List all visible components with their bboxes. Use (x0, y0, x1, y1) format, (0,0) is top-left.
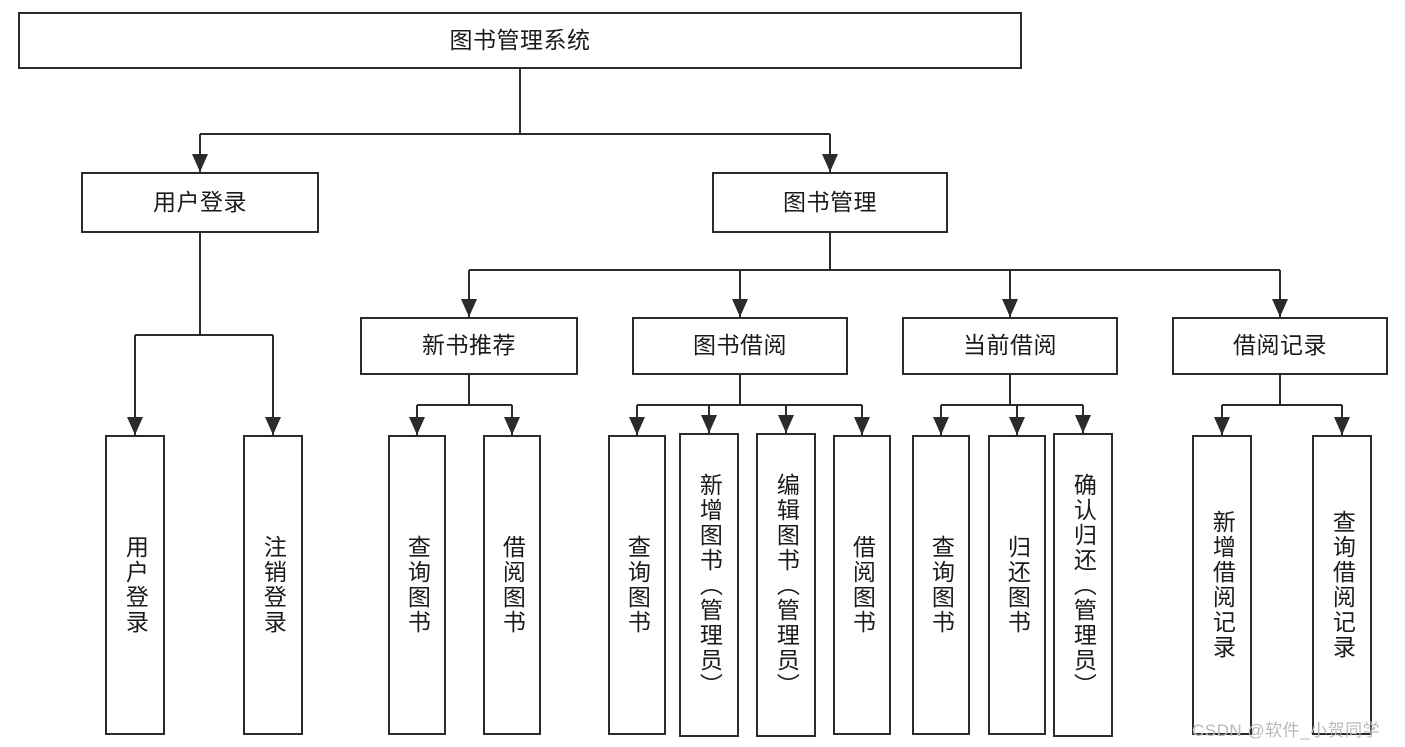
leaf-user-logout[interactable]: 注销登录 (243, 435, 303, 735)
node-label: 借阅记录 (1233, 332, 1327, 359)
leaf-user-login[interactable]: 用户登录 (105, 435, 165, 735)
leaf-query-book-current[interactable]: 查询图书 (912, 435, 970, 735)
node-book-borrow[interactable]: 图书借阅 (632, 317, 848, 375)
leaf-confirm-return-admin[interactable]: 确认归还（管理员） (1053, 433, 1113, 737)
node-label: 查询图书 (928, 535, 955, 635)
leaf-add-book-admin[interactable]: 新增图书（管理员） (679, 433, 739, 737)
leaf-query-book-recommend[interactable]: 查询图书 (388, 435, 446, 735)
node-label: 编辑图书（管理员） (773, 472, 800, 698)
leaf-query-book-borrow[interactable]: 查询图书 (608, 435, 666, 735)
node-book-manage[interactable]: 图书管理 (712, 172, 948, 233)
leaf-borrow-book-borrow[interactable]: 借阅图书 (833, 435, 891, 735)
node-new-book-recommend[interactable]: 新书推荐 (360, 317, 578, 375)
node-label: 注销登录 (260, 535, 287, 635)
node-label: 新书推荐 (422, 332, 516, 359)
node-label: 归还图书 (1004, 535, 1031, 635)
node-label: 用户登录 (153, 188, 247, 215)
leaf-edit-book-admin[interactable]: 编辑图书（管理员） (756, 433, 816, 737)
node-label: 新增图书（管理员） (696, 472, 723, 698)
node-label: 借阅图书 (849, 535, 876, 635)
node-label: 新增借阅记录 (1209, 510, 1236, 660)
node-current-borrow[interactable]: 当前借阅 (902, 317, 1118, 375)
leaf-return-book[interactable]: 归还图书 (988, 435, 1046, 735)
node-user-login[interactable]: 用户登录 (81, 172, 319, 233)
csdn-watermark: CSDN @软件_小贺同学 (1192, 721, 1381, 740)
node-label: 查询图书 (404, 535, 431, 635)
leaf-add-borrow-record[interactable]: 新增借阅记录 (1192, 435, 1252, 735)
node-label: 当前借阅 (963, 332, 1057, 359)
node-borrow-record[interactable]: 借阅记录 (1172, 317, 1388, 375)
node-label: 图书管理 (783, 188, 877, 215)
node-label: 图书借阅 (693, 332, 787, 359)
node-label: 查询借阅记录 (1329, 510, 1356, 660)
node-root[interactable]: 图书管理系统 (18, 12, 1022, 69)
node-label: 图书管理系统 (449, 26, 591, 53)
node-label: 确认归还（管理员） (1070, 472, 1097, 698)
node-label: 用户登录 (122, 535, 149, 635)
leaf-borrow-book-recommend[interactable]: 借阅图书 (483, 435, 541, 735)
leaf-query-borrow-record[interactable]: 查询借阅记录 (1312, 435, 1372, 735)
node-label: 借阅图书 (499, 535, 526, 635)
node-label: 查询图书 (624, 535, 651, 635)
